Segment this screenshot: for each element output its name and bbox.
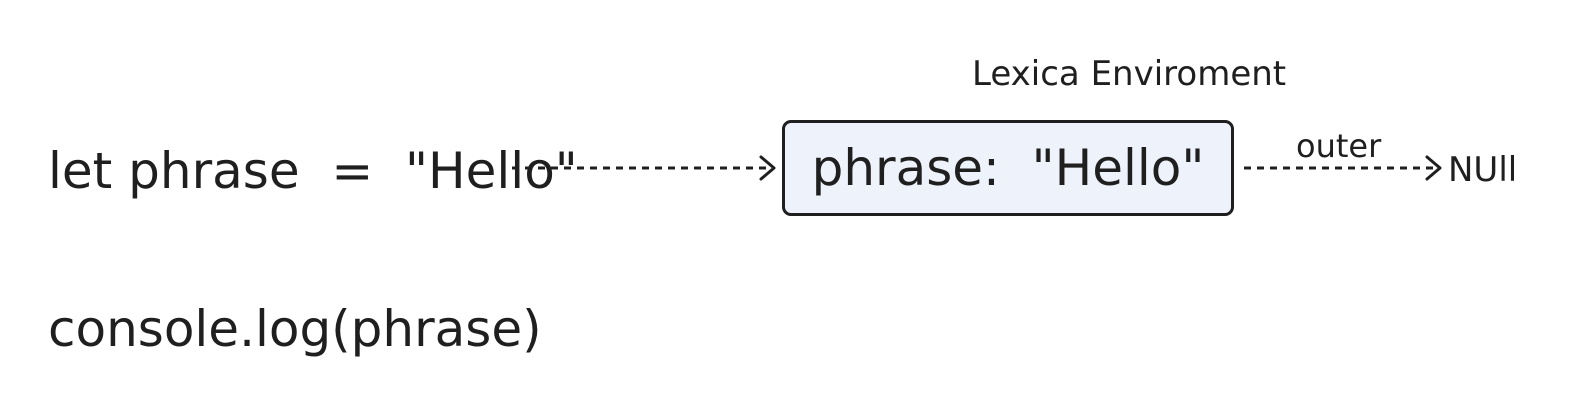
outer-reference-label: outer (1296, 127, 1382, 165)
outer-null-target: NUll (1448, 150, 1518, 190)
environment-record-text: phrase: "Hello" (811, 139, 1205, 197)
lexical-environment-title: Lexica Enviroment (972, 54, 1287, 94)
declaration-to-environment-arrow (512, 155, 776, 181)
outer-to-null-arrow (1244, 155, 1442, 181)
lexical-environment-box: phrase: "Hello" (782, 120, 1234, 216)
code-line-console-log: console.log(phrase) (48, 300, 542, 358)
code-line-declaration: let phrase = "Hello" (48, 142, 578, 200)
